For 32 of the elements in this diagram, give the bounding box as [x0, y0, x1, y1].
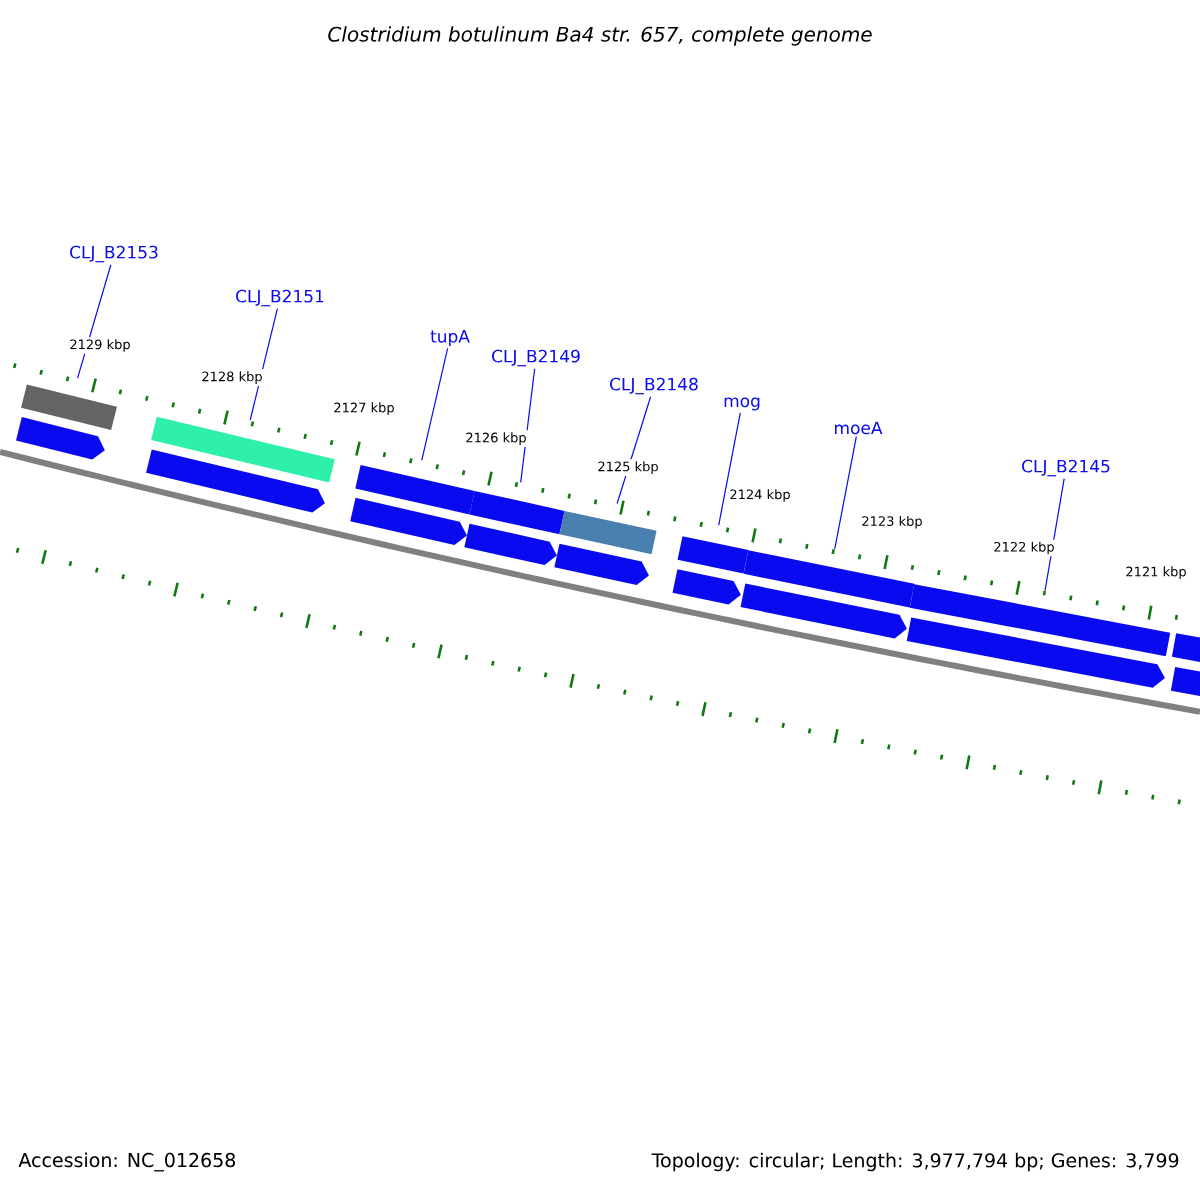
gene-label: CLJ_B2148	[610, 377, 698, 395]
gene-block	[469, 490, 565, 535]
gene-arrow-shape	[16, 417, 105, 460]
leader-line	[834, 436, 857, 550]
gene-label: CLJ_B2151	[236, 289, 324, 307]
gene-block	[151, 416, 335, 483]
genome-info-text: Topology: circular; Length: 3,977,794 bp; Genes: 3,799	[651, 1152, 1179, 1172]
gene-label: moeA	[835, 421, 883, 435]
gene-block	[677, 536, 749, 574]
title: Clostridium botulinum Ba4 str. 657, complete genome	[328, 26, 872, 46]
gene-arrow-shape	[350, 497, 467, 546]
gene-label: mog	[724, 397, 760, 411]
leader-line	[76, 264, 112, 379]
gene-label: tupA	[430, 330, 470, 346]
gene-arrow-shape	[1170, 667, 1200, 697]
gene-block	[1171, 633, 1200, 664]
gene-arrow-shape	[464, 523, 557, 566]
gene-label: CLJ_B2153	[70, 245, 158, 263]
gene-block	[355, 465, 475, 515]
gene-block	[21, 384, 117, 431]
gene-arrow-shape	[146, 449, 325, 513]
gene-label: CLJ_B2145	[1022, 459, 1110, 477]
gene-arrow-shape	[740, 583, 907, 639]
gene-arrow-shape	[906, 617, 1165, 688]
leader-line	[718, 412, 741, 526]
gene-label: CLJ_B2149	[492, 349, 580, 367]
leader-line	[1044, 478, 1065, 591]
gene-block	[559, 510, 657, 555]
gene-arrow-shape	[672, 569, 741, 605]
gene-arrow-shape	[554, 543, 649, 586]
accession-text: Accession: NC_012658	[18, 1152, 236, 1172]
leader-line	[421, 347, 449, 461]
